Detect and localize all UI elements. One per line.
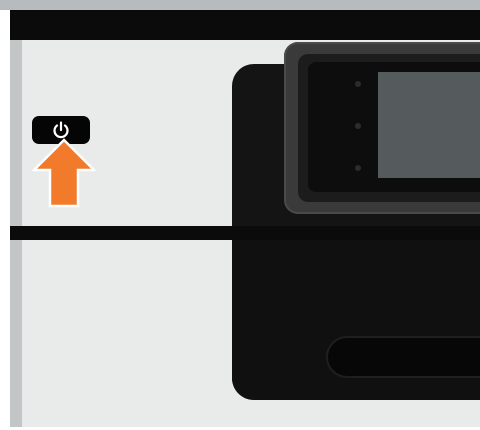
top-bar [10,10,480,40]
power-icon [51,120,71,140]
horizontal-divider [10,226,480,240]
display-screen [378,72,480,178]
indicator-light [355,123,361,129]
indicator-light [355,165,361,171]
arrow-up-icon [32,138,96,208]
paper-output-slot [326,336,480,378]
top-edge [0,0,480,10]
indicator-light [355,81,361,87]
